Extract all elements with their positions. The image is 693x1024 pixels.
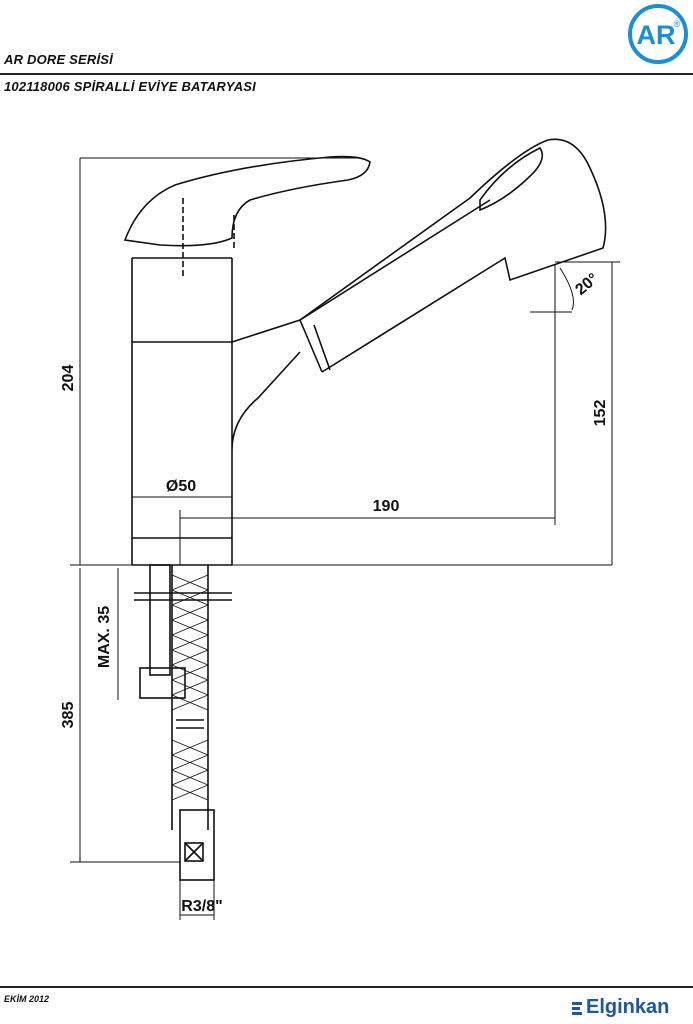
dim-spray-angle: 20° bbox=[572, 270, 601, 299]
product-title: 102118006 SPİRALLİ EVİYE BATARYASI bbox=[4, 79, 256, 94]
braided-hose bbox=[171, 565, 209, 830]
logo-text: AR bbox=[637, 20, 676, 50]
dim-body-diameter: Ø50 bbox=[166, 478, 196, 495]
spout-hose-section bbox=[231, 199, 491, 343]
footer-divider bbox=[0, 986, 693, 988]
ar-logo: AR ® bbox=[628, 4, 688, 64]
dim-max-thickness: MAX. 35 bbox=[96, 606, 113, 668]
logo-registered-mark: ® bbox=[674, 19, 681, 29]
footer-date: EKİM 2012 bbox=[4, 994, 50, 1004]
dim-hose-length: 385 bbox=[60, 702, 77, 729]
dim-total-height: 204 bbox=[60, 365, 77, 392]
mounting-nut bbox=[139, 667, 186, 699]
series-title: AR DORE SERİSİ bbox=[4, 52, 113, 67]
spout-trigger bbox=[479, 146, 544, 212]
mounting-shank bbox=[149, 564, 171, 676]
header-divider bbox=[0, 73, 693, 75]
hose-fitting bbox=[179, 809, 215, 881]
spout-head bbox=[299, 138, 607, 373]
handle bbox=[123, 155, 371, 247]
brand-name: Elginkan bbox=[586, 996, 670, 1018]
spout-sleeve bbox=[299, 319, 331, 373]
faucet-body bbox=[131, 258, 301, 565]
brand-stripes-icon bbox=[572, 1001, 582, 1015]
dim-reach: 190 bbox=[373, 498, 400, 515]
dim-thread: R3/8" bbox=[181, 898, 222, 915]
dim-spout-height: 152 bbox=[592, 400, 609, 427]
elginkan-brand: Elginkan bbox=[572, 996, 669, 1019]
